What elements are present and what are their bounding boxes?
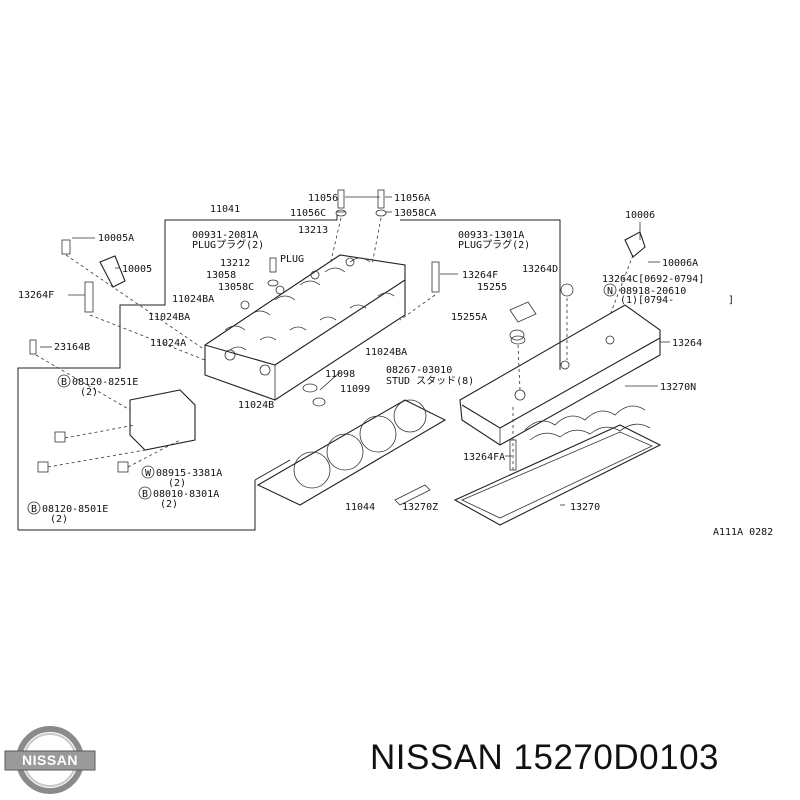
part-label: 11024A [150,338,186,349]
part-label: 13264FA [463,452,505,463]
part-label: 08120-8251E [72,377,138,388]
part-label: 08918-20610 [620,286,686,297]
part-label: 13264C[0692-0794] [602,274,704,285]
part-label: PLUGプラグ(2) [192,238,264,251]
part-label: 00933-1301A [458,230,524,241]
rocker-cover [459,304,661,446]
part-label: 13264D [522,264,558,275]
rocker-cover-gasket [453,424,662,526]
part-label: 13264F [18,290,54,301]
plug-gasket [524,405,651,441]
part-label: 11024BA [365,347,407,358]
part-label: (2) [50,514,68,525]
part-label: STUD スタッド(8) [386,375,474,387]
part-label: 13058 [206,270,236,281]
part-label: 13264F [462,270,498,281]
part-label: (2) [168,478,186,489]
part-label: 11044 [345,502,375,513]
circle-markers: B W B B N [27,283,617,515]
part-label: 11099 [340,384,370,395]
part-label: (1)[0794- [620,295,674,306]
part-label: PLUG [280,254,304,265]
part-label: 11056C [290,208,326,219]
dashed-relations [35,217,634,470]
part-label: 11024BA [172,294,214,305]
part-label: 10006A [662,258,698,269]
part-label: (2) [80,387,98,398]
part-label: 08267-03010 [386,365,452,376]
part-label: 13264 [672,338,702,349]
nissan-logo: NISSAN [4,726,96,794]
part-label: (2) [160,499,178,510]
diagram-outline [17,215,561,531]
part-label: 13270 [570,502,600,513]
part-label: 13270N [660,382,696,393]
part-label: 13213 [298,225,328,236]
page-title: NISSAN 15270D0103 [370,738,719,777]
marker-b-1: B [61,377,67,388]
part-label: 11056A [394,193,430,204]
part-label: 13212 [220,258,250,269]
part-label: 10006 [625,210,655,221]
part-label: 08120-8501E [42,504,108,515]
marker-w: W [145,468,152,479]
marker-n: N [607,286,613,297]
part-label: 11041 [210,204,240,215]
part-label: 15255 [477,282,507,293]
leader-lines [40,196,670,506]
part-label: ] [728,295,734,306]
part-label: 13270Z [402,502,438,513]
part-label: 13058CA [394,208,436,219]
logo-text: NISSAN [22,752,78,768]
marker-b-3: B [31,504,37,515]
part-label: 08915-3381A [156,468,222,479]
part-label: 11056 [308,193,338,204]
marker-b-2: B [142,489,148,500]
part-label: 13058C [218,282,254,293]
cylinder-head [204,254,406,401]
diagram-reference: A111A 0282 [713,527,773,538]
part-label: 15255A [451,312,487,323]
part-label: 00931-2081A [192,230,258,241]
part-label: 11098 [325,369,355,380]
part-label: PLUGプラグ(2) [458,238,530,251]
part-label: 11024BA [148,312,190,323]
small-parts [29,189,646,506]
head-gasket [256,399,447,506]
part-label: 10005A [98,233,134,244]
part-label: 11024B [238,400,274,411]
part-labels: 11056 11056A 11056C 13058CA 11041 00931-… [18,193,773,538]
part-label: 08010-8301A [153,489,219,500]
part-label: 10005 [122,264,152,275]
part-label: 23164B [54,342,90,353]
